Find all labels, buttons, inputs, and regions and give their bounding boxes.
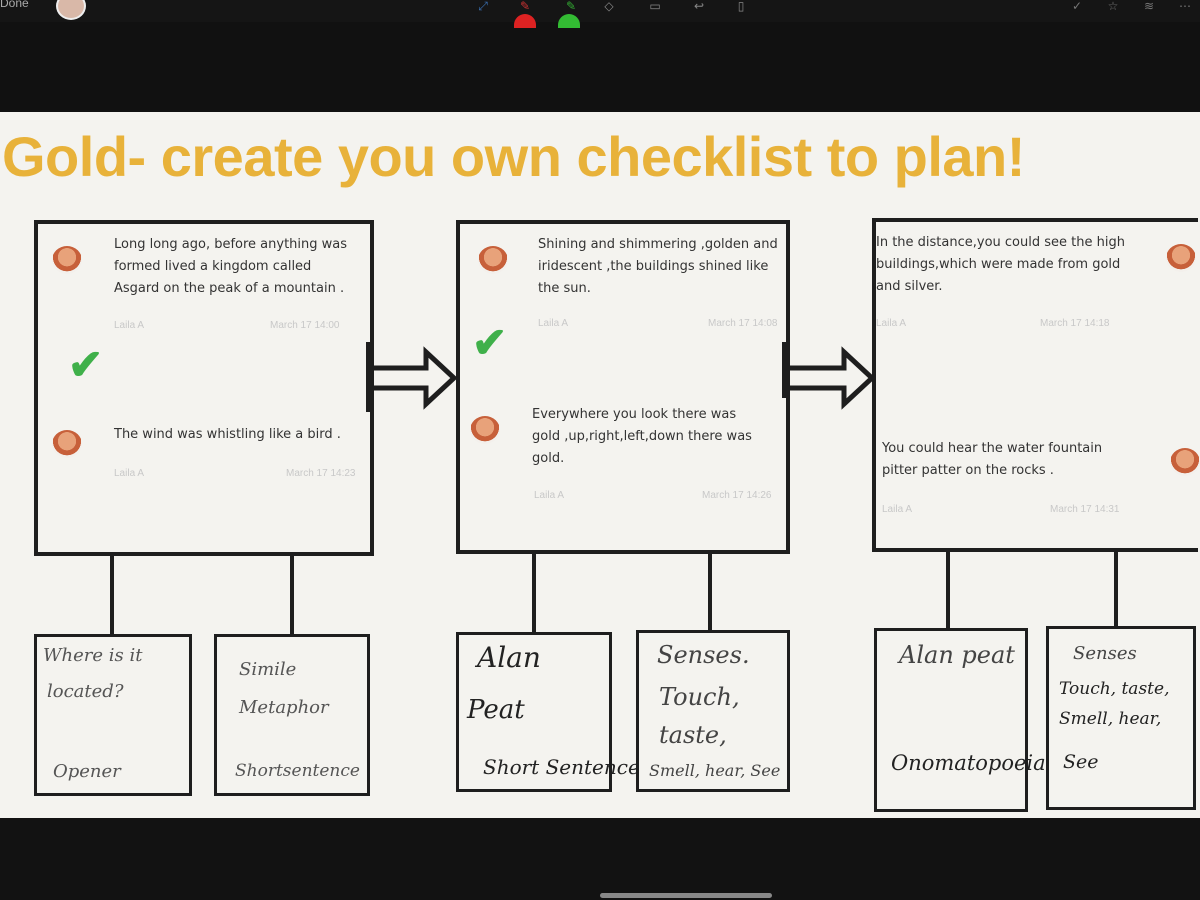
- author-avatar: [470, 416, 500, 444]
- expand-icon[interactable]: ⤢: [478, 0, 488, 13]
- checklist-line: Simile: [239, 659, 297, 680]
- checklist-box: Alan peat Onomatopoeia: [874, 628, 1046, 812]
- done-button[interactable]: Done: [0, 0, 29, 10]
- post-author: Laila A: [114, 468, 145, 479]
- author-avatar: [52, 246, 82, 274]
- connector-line: [946, 550, 950, 630]
- post-time: March 17 14:23: [286, 468, 356, 479]
- checklist-line: Where is it: [43, 645, 143, 666]
- post-time: March 17 14:18: [1040, 318, 1110, 329]
- connector-line: [532, 552, 536, 632]
- post-text: In the distance,you could see the high b…: [876, 235, 1125, 294]
- connector-line: [110, 554, 114, 634]
- author-avatar: [52, 430, 82, 458]
- post-text: Shining and shimmering ,golden and iride…: [538, 237, 778, 296]
- checklist-box: Senses. Touch, taste, Smell, hear, See: [636, 630, 790, 792]
- post-text: You could hear the water fountain pitter…: [882, 441, 1103, 478]
- red-color-swatch[interactable]: [514, 14, 536, 28]
- checklist-line: Opener: [53, 761, 121, 782]
- checklist-line: Alan peat: [899, 641, 1015, 669]
- checklist-line: Smell, hear, See: [649, 761, 781, 780]
- connector-line: [708, 552, 712, 632]
- post-author: Laila A: [538, 318, 569, 329]
- story-panel-1: Long long ago, before anything was forme…: [34, 220, 374, 556]
- layers-icon[interactable]: ≋: [1143, 0, 1155, 13]
- more-icon[interactable]: ⋯: [1179, 0, 1191, 13]
- post-author: Laila A: [876, 318, 907, 329]
- connector-line: [290, 554, 294, 634]
- arrow-right-icon: [782, 342, 878, 414]
- post-text: The wind was whistling like a bird .: [114, 427, 341, 442]
- user-avatar[interactable]: [56, 0, 86, 20]
- checklist-line: Senses.: [657, 641, 750, 669]
- checklist-line: Shortsentence: [235, 761, 360, 781]
- post-time: March 17 14:00: [270, 320, 340, 331]
- checklist-line: Touch,: [659, 683, 740, 711]
- checkmark-icon: ✔: [472, 319, 508, 366]
- story-panel-2: Shining and shimmering ,golden and iride…: [456, 220, 790, 554]
- top-toolbar: Done ⤢ ✎ ✎ ◇ ▭ ↩ ▯ ✓ ☆ ≋ ⋯: [0, 0, 1200, 28]
- pen-red-icon[interactable]: ✎: [519, 0, 531, 13]
- checklist-line: Touch, taste,: [1059, 679, 1170, 699]
- post-time: March 17 14:26: [702, 490, 772, 501]
- story-panel-3: In the distance,you could see the high b…: [872, 218, 1200, 552]
- checkmark-icon: ✔: [68, 341, 104, 388]
- post-author: Laila A: [882, 504, 913, 515]
- home-indicator[interactable]: [600, 893, 772, 898]
- arrow-right-icon: [366, 342, 458, 412]
- reply-icon[interactable]: ↩: [693, 0, 705, 13]
- checklist-line: Alan: [477, 641, 541, 674]
- clipboard-icon[interactable]: ▯: [737, 0, 745, 13]
- eraser-icon[interactable]: ◇: [604, 0, 614, 13]
- comment-icon[interactable]: ▭: [649, 0, 661, 13]
- author-avatar: [1166, 244, 1196, 272]
- checklist-line: Peat: [467, 695, 525, 725]
- author-avatar: [478, 246, 508, 274]
- post-time: March 17 14:08: [708, 318, 778, 329]
- checklist-line: Senses: [1073, 643, 1137, 664]
- star-icon[interactable]: ☆: [1107, 0, 1119, 13]
- connector-line: [1114, 550, 1118, 630]
- page-title: Gold- create you own checklist to plan!: [2, 125, 1025, 188]
- green-color-swatch[interactable]: [558, 14, 580, 28]
- checklist-line: Smell, hear,: [1059, 709, 1162, 729]
- checklist-line: See: [1063, 751, 1099, 773]
- author-avatar: [1170, 448, 1200, 476]
- check-circle-icon[interactable]: ✓: [1071, 0, 1083, 13]
- post-author: Laila A: [114, 320, 145, 331]
- post-text: Everywhere you look there was gold ,up,r…: [532, 407, 752, 466]
- checklist-line: Metaphor: [239, 697, 329, 718]
- checklist-line: Short Sentence: [483, 755, 640, 779]
- post-text: Long long ago, before anything was forme…: [114, 237, 348, 296]
- checklist-line: taste,: [659, 721, 727, 749]
- pen-green-icon[interactable]: ✎: [565, 0, 577, 13]
- bottom-bezel: [0, 818, 1200, 900]
- checklist-box: Simile Metaphor Shortsentence: [214, 634, 370, 796]
- checklist-box: Alan Peat Short Sentence: [456, 632, 640, 792]
- checklist-line: Onomatopoeia: [891, 751, 1046, 775]
- checklist-line: located?: [47, 681, 124, 702]
- post-author: Laila A: [534, 490, 565, 501]
- checklist-box: Where is it located? Opener: [34, 634, 192, 796]
- post-time: March 17 14:31: [1050, 504, 1120, 515]
- slide-canvas: Gold- create you own checklist to plan! …: [0, 112, 1200, 818]
- checklist-box: Senses Touch, taste, Smell, hear, See: [1046, 626, 1196, 810]
